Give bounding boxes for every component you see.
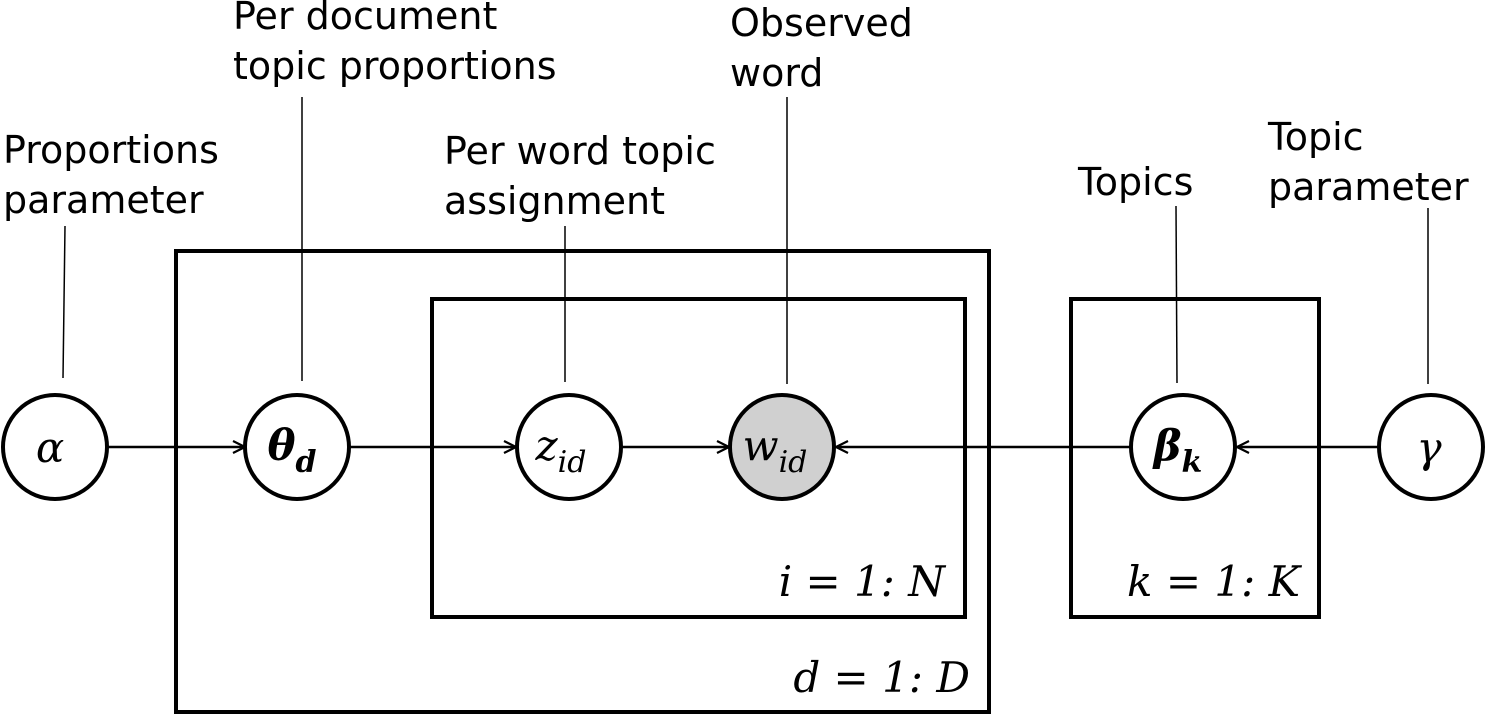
z-subscript: id: [558, 445, 587, 480]
svg-text:wid: wid: [743, 421, 808, 480]
svg-text:θd: θd: [268, 421, 317, 480]
node-gamma: γ: [1377, 393, 1485, 501]
node-w: wid: [728, 393, 836, 501]
annotation-topics: Topics: [1077, 160, 1193, 204]
node-z: zid: [515, 393, 623, 501]
topic-plate: [1069, 297, 1321, 619]
word-plate-label: i = 1: N: [779, 557, 947, 606]
word-plate: [430, 297, 967, 619]
theta-subscript: d: [296, 445, 317, 480]
svg-text:zid: zid: [535, 421, 587, 480]
annotation-observed-word: Observed word: [730, 1, 925, 95]
topic-plate-label: k = 1: K: [1127, 557, 1303, 606]
beta-subscript: k: [1182, 445, 1203, 480]
annotation-per-document-topic-proportions: Per document topic proportions: [233, 0, 557, 88]
annotation-topic-parameter: Topic parameter: [1267, 115, 1469, 209]
document-plate-label: d = 1: D: [793, 653, 970, 702]
leader-beta: [1175, 205, 1178, 384]
node-alpha: α: [1, 393, 109, 501]
node-theta: θd: [243, 393, 351, 501]
gamma-symbol: γ: [1416, 423, 1442, 472]
leader-alpha: [62, 225, 66, 379]
theta-symbol: θ: [268, 421, 296, 470]
annotation-per-word-topic-assignment: Per word topic assignment: [444, 129, 728, 223]
w-subscript: id: [779, 445, 808, 480]
z-symbol: z: [535, 421, 559, 470]
w-symbol: w: [743, 421, 779, 470]
alpha-symbol: α: [36, 423, 64, 472]
node-beta: βk: [1129, 393, 1237, 501]
beta-symbol: β: [1152, 421, 1182, 470]
document-plate: [174, 249, 991, 714]
svg-text:βk: βk: [1152, 421, 1203, 480]
annotation-proportions-parameter: Proportions parameter: [3, 128, 231, 222]
